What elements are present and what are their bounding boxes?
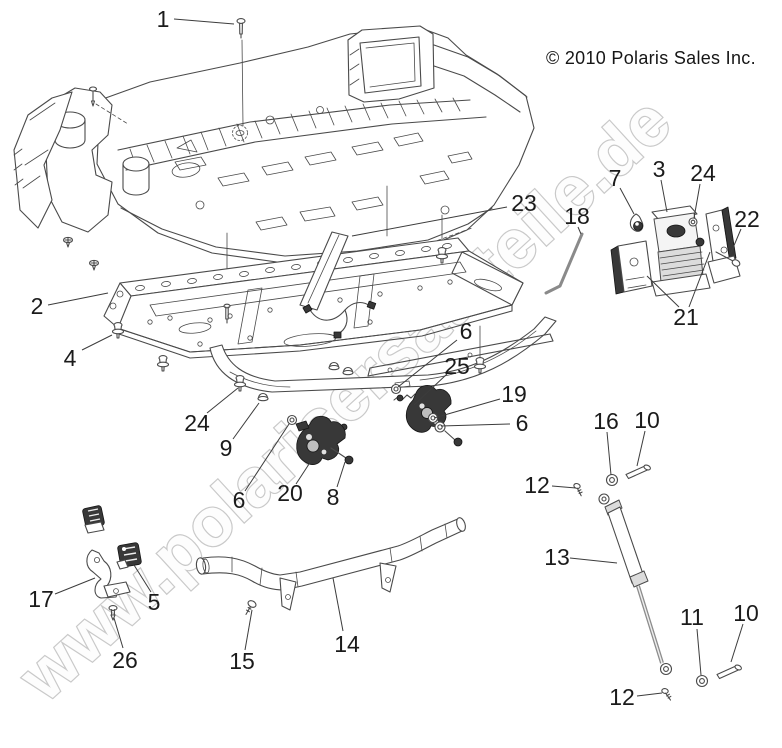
callout-10-label: 10: [634, 407, 660, 433]
callout-13-label: 13: [544, 544, 570, 570]
callout-24-label: 24: [184, 410, 210, 436]
callout-21-leader: [688, 251, 711, 308]
callout-18-label: 18: [564, 203, 590, 229]
callout-9-leader: [232, 402, 260, 440]
callout-2-label: 2: [31, 293, 44, 319]
callout-24-label: 24: [690, 160, 716, 186]
mounting-frame-drawing: [103, 185, 524, 361]
callout-10-label: 10: [733, 600, 759, 626]
callout-3-label: 3: [653, 156, 666, 182]
callout-6-leader: [244, 423, 290, 492]
callout-12-label: 12: [609, 684, 635, 710]
cam-latch-right-drawing: [393, 385, 463, 447]
cam-latch-left-drawing: [295, 415, 354, 465]
callout-18-leader: [577, 226, 582, 235]
callout-24-leader: [206, 387, 239, 414]
callout-13-leader: [569, 557, 618, 564]
gas-strut-drawing: [570, 463, 743, 701]
callout-5-leader: [133, 564, 152, 593]
screw-part15: [245, 600, 257, 615]
artwork: [13, 18, 743, 701]
callout-16-label: 16: [593, 408, 619, 434]
callout-15-leader: [244, 609, 253, 651]
callout-7-leader: [619, 187, 635, 215]
callout-20-label: 20: [277, 480, 303, 506]
bumper-block-part5: [116, 542, 142, 570]
clamp-block-upper: [82, 505, 105, 534]
callout-2-leader: [47, 292, 109, 306]
callout-1-label: 1: [157, 6, 170, 32]
callout-6-label: 6: [460, 318, 473, 344]
callout-11-leader: [696, 628, 702, 676]
callout-5-label: 5: [148, 589, 161, 615]
callout-11-label: 11: [680, 604, 704, 630]
callout-19-leader: [433, 398, 501, 419]
callout-6-label: 6: [233, 487, 246, 513]
callout-23-leader: [351, 206, 508, 237]
callout-9-label: 9: [220, 435, 233, 461]
callout-22-label: 22: [734, 206, 760, 232]
callout-16-leader: [606, 431, 612, 476]
cargo-box-drawing: [13, 25, 535, 271]
callout-6-leader: [397, 339, 458, 388]
callout-8-label: 8: [327, 484, 340, 510]
clamp-part17: [86, 549, 131, 599]
callout-17-label: 17: [28, 586, 54, 612]
callout-21-label: 21: [673, 304, 699, 330]
copyright-text: © 2010 Polaris Sales Inc.: [546, 48, 756, 68]
callout-14-label: 14: [334, 631, 360, 657]
callout-25-leader: [413, 373, 448, 406]
callout-25-label: 25: [444, 353, 470, 379]
callout-24-leader: [693, 183, 701, 219]
callout-7-label: 7: [609, 165, 622, 191]
callout-21-leader: [646, 275, 680, 308]
callout-14-leader: [332, 577, 344, 632]
callout-17-leader: [54, 577, 96, 595]
bracket-parts-drawing: [82, 505, 257, 621]
harness-drawing: [302, 300, 377, 339]
rivet-part26: [108, 605, 118, 621]
callout-15-label: 15: [229, 648, 255, 674]
callout-22-leader: [729, 228, 742, 256]
callout-1-leader: [173, 18, 235, 25]
callout-19-label: 19: [501, 381, 527, 407]
callout-8-leader: [336, 461, 346, 488]
callout-12-leader: [551, 485, 577, 489]
screw-part1-drawing: [236, 18, 246, 127]
callout-6-label: 6: [516, 410, 529, 436]
support-weldment-drawing: [209, 316, 557, 393]
callout-6-leader: [440, 423, 511, 427]
callout-4-label: 4: [64, 345, 77, 371]
callout-20-leader: [295, 460, 312, 485]
callout-23-label: 23: [511, 190, 537, 216]
callout-26-leader: [113, 617, 124, 649]
latch-assembly-drawing: [610, 205, 741, 297]
crossbar-drawing: [195, 517, 466, 611]
callout-4-leader: [81, 334, 113, 351]
callout-12-leader: [636, 692, 663, 697]
callout-10-leader: [730, 623, 744, 663]
hex-key-drawing: [544, 232, 584, 295]
callout-10-leader: [636, 430, 646, 467]
callout-26-label: 26: [112, 647, 138, 673]
callout-3-leader: [660, 179, 668, 213]
callout-12-label: 12: [524, 472, 550, 498]
